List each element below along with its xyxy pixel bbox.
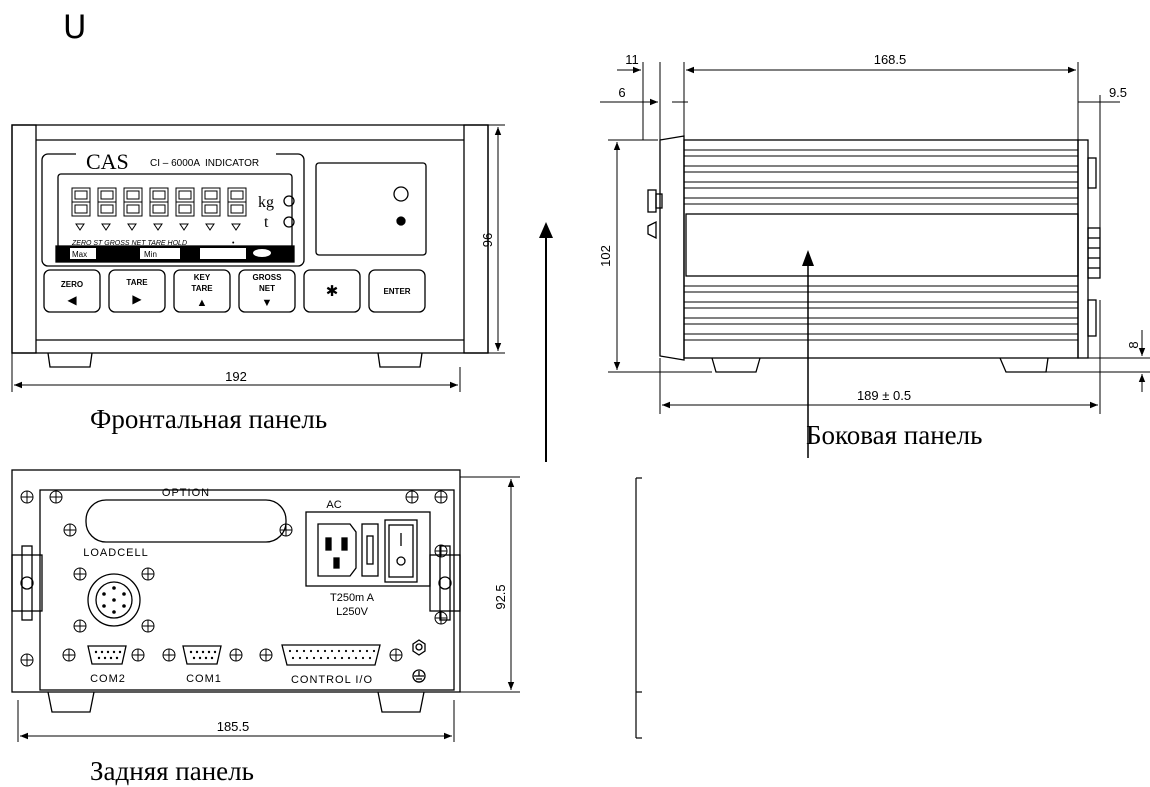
port-pins xyxy=(94,649,376,660)
window-led-small xyxy=(396,216,406,226)
fuse-rating-label: T250m A xyxy=(330,592,375,604)
asterisk-key[interactable] xyxy=(303,269,361,313)
side-dim-189: 189 ± 0.5 xyxy=(857,388,911,403)
rear-height-value: 92.5 xyxy=(493,584,508,609)
ac-module xyxy=(305,511,431,587)
digit-3 xyxy=(123,187,143,217)
side-middle-band xyxy=(685,213,1079,277)
enter-key-label: ENTER xyxy=(383,287,410,296)
seven-segment-digits xyxy=(71,187,247,217)
gross-net-key[interactable] xyxy=(238,269,296,313)
side-connector-bottom xyxy=(1087,299,1097,337)
rear-plate xyxy=(39,489,455,691)
power-switch[interactable] xyxy=(384,519,418,583)
option-window xyxy=(315,162,427,256)
digit-4 xyxy=(149,187,169,217)
enter-key[interactable] xyxy=(368,269,426,313)
ac-inlet[interactable] xyxy=(317,523,357,577)
unit-t-label: t xyxy=(264,214,269,231)
zero-key[interactable] xyxy=(43,269,101,313)
side-dim-102: 102 xyxy=(598,245,613,267)
com2-port[interactable] xyxy=(87,645,127,665)
option-label: OPTION xyxy=(162,487,210,499)
digit-5 xyxy=(175,187,195,217)
rear-panel xyxy=(11,469,461,713)
t-led xyxy=(283,216,295,228)
annunciator-dot: • xyxy=(232,240,235,247)
side-loadcell-connector xyxy=(1087,227,1101,279)
rear-width-value: 185.5 xyxy=(217,719,250,734)
side-dim-8: 8 xyxy=(1126,341,1141,348)
front-panel xyxy=(11,124,489,368)
rear-foot-left xyxy=(47,691,95,713)
com1-port[interactable] xyxy=(182,645,222,665)
side-housing xyxy=(683,139,1079,359)
side-foot-rear xyxy=(999,357,1049,373)
rear-screws xyxy=(20,490,448,667)
zero-key-arrow: ◀ xyxy=(67,293,77,307)
fuse-holder[interactable] xyxy=(361,523,379,577)
key-tare-key[interactable] xyxy=(173,269,231,313)
tare-key-label: TARE xyxy=(126,278,148,287)
unit-kg-label: kg xyxy=(258,194,274,211)
com1-label: COM1 xyxy=(186,673,222,685)
front-right-bracket xyxy=(463,124,489,354)
ground-terminal[interactable] xyxy=(412,639,426,656)
display-window xyxy=(57,173,293,249)
model-label: CI – 6000A xyxy=(150,158,200,169)
gross-key-mid-label: NET xyxy=(259,284,275,293)
status-triangles xyxy=(75,223,241,231)
key-tare-mid-label: TARE xyxy=(191,284,213,293)
side-foot-front xyxy=(711,357,761,373)
min-label: Min xyxy=(144,250,157,259)
empty-frame-bracket xyxy=(635,477,642,739)
fuse-voltage-label: L250V xyxy=(336,606,368,618)
control-io-label: CONTROL I/O xyxy=(291,674,373,686)
rear-foot-right xyxy=(377,691,425,713)
side-dim-168-5: 168.5 xyxy=(874,52,907,67)
front-left-bracket xyxy=(11,124,37,354)
side-dim-9-5: 9.5 xyxy=(1109,85,1127,100)
brand-label: CAS xyxy=(86,149,129,174)
com2-label: COM2 xyxy=(90,673,126,685)
ac-label: AC xyxy=(326,499,341,511)
front-panel-caption: Фронтальная панель xyxy=(90,404,328,434)
side-dim-6: 6 xyxy=(618,85,625,100)
side-dim-11: 11 xyxy=(625,52,639,67)
key-tare-top-label: KEY xyxy=(194,273,211,282)
digit-2 xyxy=(97,187,117,217)
gross-key-top-label: GROSS xyxy=(253,273,283,282)
digit-1 xyxy=(71,187,91,217)
tare-key-arrow: ▶ xyxy=(132,292,142,306)
side-panel xyxy=(647,135,1101,373)
corner-mark: U xyxy=(63,8,87,46)
indicator-label: INDICATOR xyxy=(205,158,259,169)
front-width-value: 192 xyxy=(225,369,247,384)
front-height-value: 96 xyxy=(480,233,495,247)
key-tare-arrow: ▲ xyxy=(197,297,208,309)
digit-6 xyxy=(201,187,221,217)
kg-led xyxy=(283,195,295,207)
max-label: Max xyxy=(72,250,87,259)
side-front-bezel xyxy=(659,135,685,361)
loadcell-connector[interactable] xyxy=(87,573,141,627)
gross-key-arrow: ▼ xyxy=(262,297,273,309)
option-slot xyxy=(85,499,287,543)
asterisk-key-label: ✱ xyxy=(326,283,339,300)
zero-key-label: ZERO xyxy=(61,280,83,289)
loadcell-label: LOADCELL xyxy=(83,547,148,559)
rear-panel-caption: Задняя панель xyxy=(90,756,254,786)
front-foot-right xyxy=(377,352,423,368)
side-panel-caption: Боковая панель xyxy=(806,420,983,450)
tare-key[interactable] xyxy=(108,269,166,313)
annunciator-labels: ZERO ST GROSS NET TARE HOLD xyxy=(71,240,187,247)
side-connector-top xyxy=(1087,157,1097,189)
front-foot-left xyxy=(47,352,93,368)
control-io-port[interactable] xyxy=(281,644,381,666)
window-led-large xyxy=(393,186,409,202)
housing-fins xyxy=(684,149,1078,341)
digit-7 xyxy=(227,187,247,217)
